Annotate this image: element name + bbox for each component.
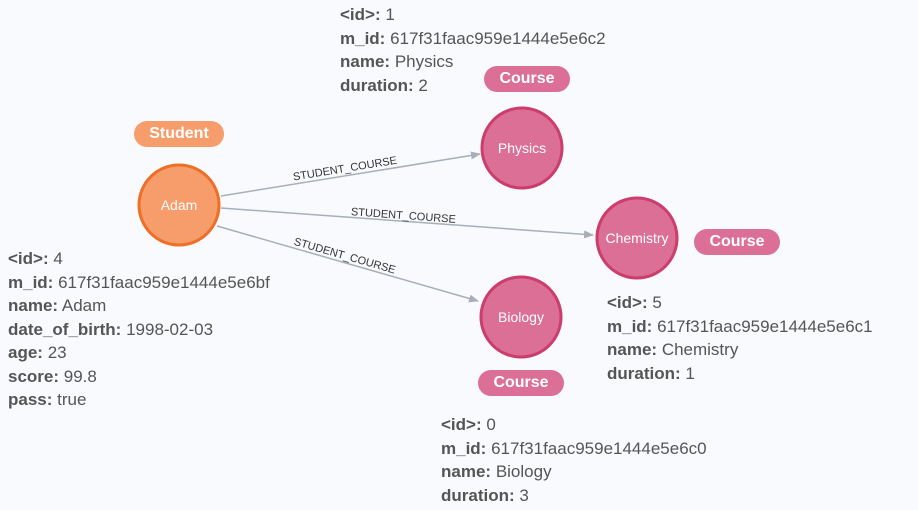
properties-biology: <id>: 0 m_id: 617f31faac959e1444e5e6c0 n… — [441, 413, 707, 507]
label-badge-course-physics: Course — [484, 66, 570, 92]
property-row: <id>: 0 — [441, 415, 496, 434]
node-adam[interactable]: Adam — [137, 163, 221, 247]
node-adam-name: Adam — [161, 197, 198, 213]
property-row: duration: 3 — [441, 485, 529, 505]
property-row: pass: true — [8, 390, 87, 409]
label-badge-course-chemistry: Course — [694, 229, 780, 255]
property-row: <id>: 4 — [8, 249, 63, 268]
property-row: date_of_birth: 1998-02-03 — [8, 319, 214, 339]
property-row: duration: 2 — [340, 75, 428, 95]
label-badge-student: Student — [134, 121, 224, 147]
property-row: m_id: 617f31faac959e1444e5e6c0 — [441, 438, 707, 458]
property-row: m_id: 617f31faac959e1444e5e6c1 — [607, 316, 873, 336]
property-row: m_id: 617f31faac959e1444e5e6c2 — [340, 28, 606, 48]
property-row: score: 99.8 — [8, 366, 97, 386]
property-row: name: Physics — [340, 52, 454, 71]
property-row: m_id: 617f31faac959e1444e5e6bf — [8, 272, 270, 292]
node-biology[interactable]: Biology — [479, 275, 563, 359]
property-row: <id>: 1 — [340, 5, 395, 24]
node-chemistry[interactable]: Chemistry — [595, 196, 679, 280]
property-row: name: Adam — [8, 296, 107, 315]
node-chemistry-name: Chemistry — [605, 230, 668, 246]
edge-label-adam-biology: STUDENT_COURSE — [292, 236, 396, 277]
property-row: name: Chemistry — [607, 340, 739, 359]
property-row: <id>: 5 — [607, 293, 662, 312]
edge-label-adam-chemistry: STUDENT_COURSE — [351, 206, 457, 226]
edge-adam-chemistry[interactable] — [220, 207, 594, 239]
node-physics[interactable]: Physics — [480, 106, 564, 190]
edge-adam-physics[interactable] — [220, 151, 481, 197]
node-physics-name: Physics — [498, 140, 546, 156]
node-biology-name: Biology — [498, 309, 544, 325]
properties-adam: <id>: 4 m_id: 617f31faac959e1444e5e6bf n… — [8, 247, 270, 412]
edge-label-adam-physics: STUDENT_COURSE — [292, 155, 398, 184]
property-row: name: Biology — [441, 462, 552, 481]
properties-physics: <id>: 1 m_id: 617f31faac959e1444e5e6c2 n… — [340, 3, 606, 97]
label-badge-course-biology: Course — [478, 370, 564, 396]
properties-chemistry: <id>: 5 m_id: 617f31faac959e1444e5e6c1 n… — [607, 291, 873, 385]
property-row: age: 23 — [8, 343, 67, 362]
property-row: duration: 1 — [607, 363, 695, 383]
edge-adam-biology[interactable] — [216, 225, 479, 303]
